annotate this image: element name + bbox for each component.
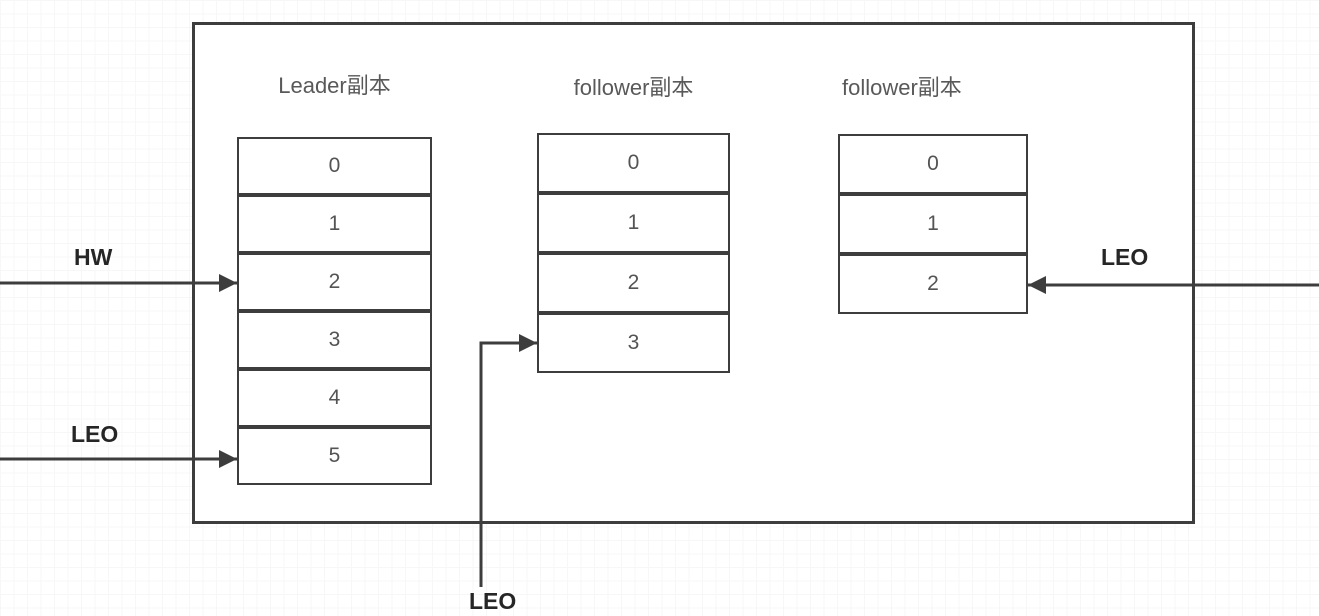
follower1-replica-stack: 0 1 2 3 [537, 133, 730, 373]
leo-label-follower1: LEO [469, 588, 517, 614]
log-cell: 1 [838, 194, 1028, 254]
leader-replica-title: Leader副本 [278, 73, 391, 98]
log-cell: 1 [237, 195, 432, 253]
log-cell: 0 [237, 137, 432, 195]
log-cell: 4 [237, 369, 432, 427]
log-cell: 3 [537, 313, 730, 373]
leader-replica-stack: 0 1 2 3 4 5 [237, 137, 432, 485]
leo-label-leader: LEO [71, 421, 119, 447]
follower2-replica-stack: 0 1 2 [838, 134, 1028, 314]
log-cell: 0 [537, 133, 730, 193]
log-cell: 1 [537, 193, 730, 253]
log-cell: 2 [237, 253, 432, 311]
log-cell: 2 [838, 254, 1028, 314]
leo-label-follower2: LEO [1101, 244, 1149, 270]
follower2-replica-title: follower副本 [842, 75, 962, 100]
log-cell: 5 [237, 427, 432, 485]
log-cell: 0 [838, 134, 1028, 194]
log-cell: 2 [537, 253, 730, 313]
log-cell: 3 [237, 311, 432, 369]
follower1-replica-title: follower副本 [573, 75, 694, 100]
hw-label: HW [74, 244, 113, 270]
